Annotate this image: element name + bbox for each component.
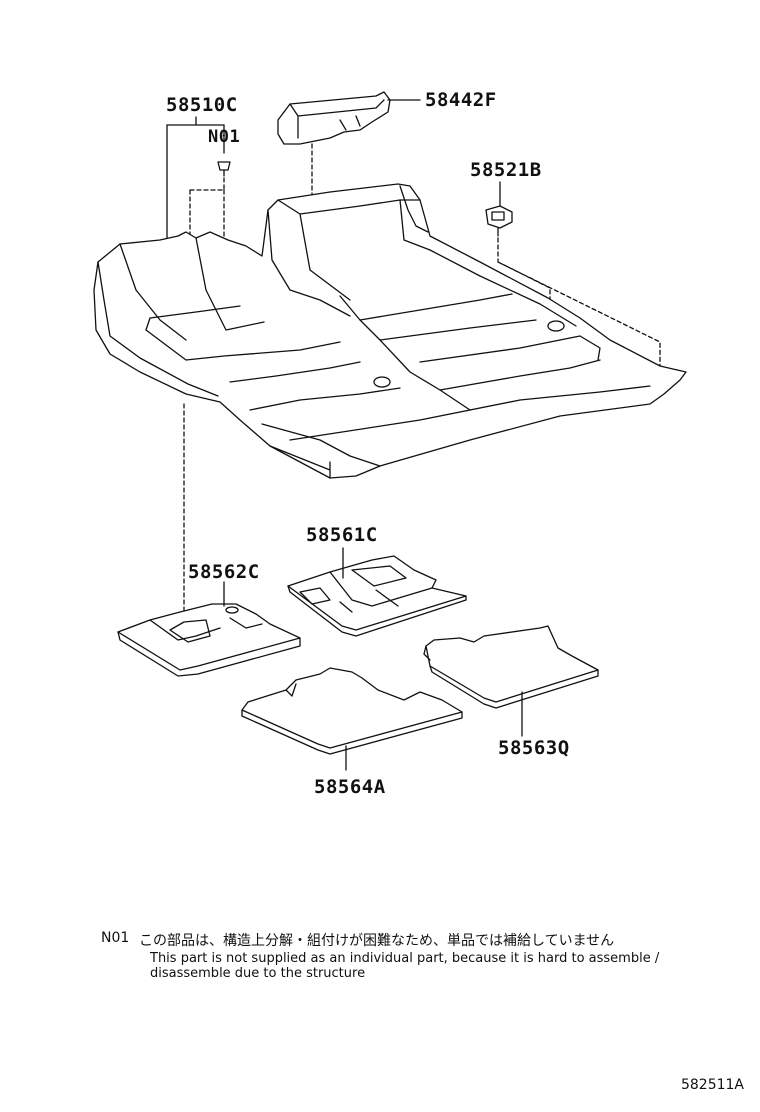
note-text-jp: この部品は、構造上分解・組付けが困難なため、単品では補給していません: [139, 933, 615, 949]
part-58442f-cover: [277, 91, 391, 145]
dashed-line-n01: [189, 177, 225, 376]
label-58561c: 58561C: [306, 524, 378, 546]
part-58510c-floor-carpet: [93, 183, 687, 479]
reference-code: 582511A: [680, 1077, 744, 1093]
label-58521b: 58521B: [470, 159, 542, 181]
clip-n01: [217, 161, 231, 177]
part-58563q-mat: [423, 625, 599, 709]
part-58562c-mat: [117, 603, 301, 677]
leader-58510c: [166, 116, 225, 241]
label-58562c: 58562C: [188, 561, 260, 583]
label-n01: N01: [208, 127, 241, 147]
part-58564a-mat: [241, 667, 463, 755]
note-text-en: This part is not supplied as an individu…: [150, 951, 660, 981]
label-58563q: 58563Q: [498, 737, 570, 759]
label-58442f: 58442F: [425, 89, 497, 111]
label-58510c: 58510C: [166, 94, 238, 116]
label-58564a: 58564A: [314, 776, 386, 798]
clip-58521b: [485, 205, 513, 237]
note-id: N01: [101, 930, 130, 946]
part-58561c-mat: [287, 555, 467, 637]
